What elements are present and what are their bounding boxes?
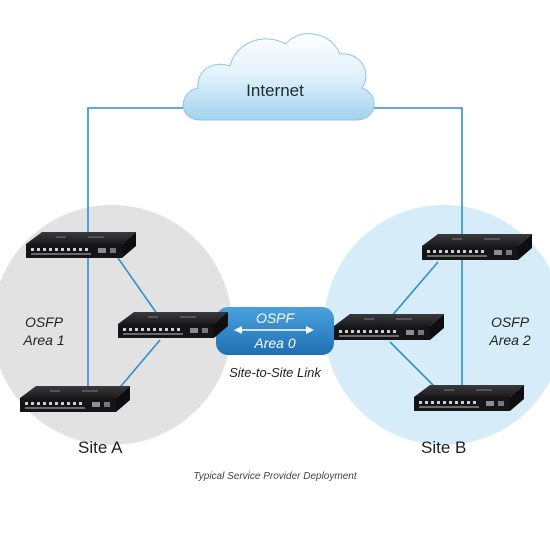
router-icon bbox=[422, 234, 532, 260]
cloud-icon bbox=[182, 33, 375, 121]
site-a-area: OSFP Area 1 bbox=[20, 313, 68, 349]
router-icon bbox=[26, 232, 136, 258]
site-b-links bbox=[389, 250, 463, 393]
ospf-label: OSPF bbox=[255, 310, 295, 326]
site-b-area: OSFP Area 2 bbox=[482, 313, 538, 349]
area-0-label: Area 0 bbox=[254, 335, 296, 351]
internet-label: Internet bbox=[246, 81, 304, 100]
site-a-area-line2: Area 1 bbox=[23, 332, 65, 348]
site-a-circle bbox=[0, 205, 232, 445]
site-a-area-line1: OSFP bbox=[24, 314, 64, 330]
router-icon bbox=[334, 314, 444, 340]
ospf-link-pill bbox=[216, 307, 334, 355]
router-icon bbox=[118, 312, 228, 338]
uplink-site-a bbox=[87, 107, 196, 238]
double-arrow-icon bbox=[234, 326, 314, 334]
router-icon bbox=[414, 385, 524, 411]
router-icon bbox=[20, 386, 130, 412]
site-b-area-line2: Area 2 bbox=[489, 332, 531, 348]
diagram-caption: Typical Service Provider Deployment bbox=[193, 471, 357, 482]
site-a-links bbox=[87, 250, 161, 393]
site-b-label: Site B bbox=[421, 438, 467, 457]
site-a-label: Site A bbox=[78, 438, 123, 457]
uplink-site-b bbox=[352, 107, 463, 238]
site-to-site-label: Site-to-Site Link bbox=[229, 365, 321, 380]
site-b-area-line1: OSFP bbox=[490, 314, 530, 330]
